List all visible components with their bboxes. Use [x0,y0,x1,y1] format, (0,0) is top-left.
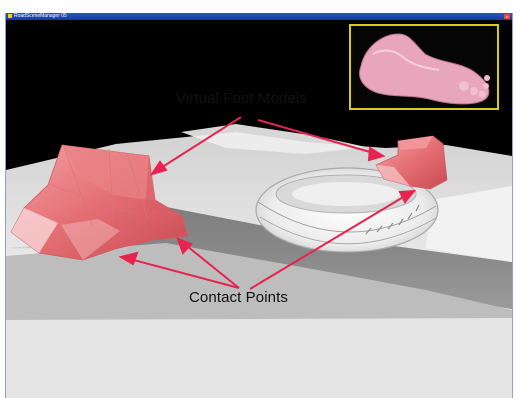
foot-preview-model [351,26,497,108]
virtual-foot-models-label: Virtual Foot Models [176,90,307,107]
close-icon: x [506,14,508,19]
contact-points-label: Contact Points [189,289,288,306]
window-title: RoadSceneManager 05 [14,13,67,20]
3d-viewport[interactable]: Virtual Foot Models Contact Points [6,20,512,398]
app-icon [8,14,12,18]
close-button[interactable]: x [504,14,510,19]
application-window: RoadSceneManager 05 x [5,13,513,398]
foot-preview-inset [349,24,499,110]
title-bar[interactable]: RoadSceneManager 05 x [6,13,512,20]
